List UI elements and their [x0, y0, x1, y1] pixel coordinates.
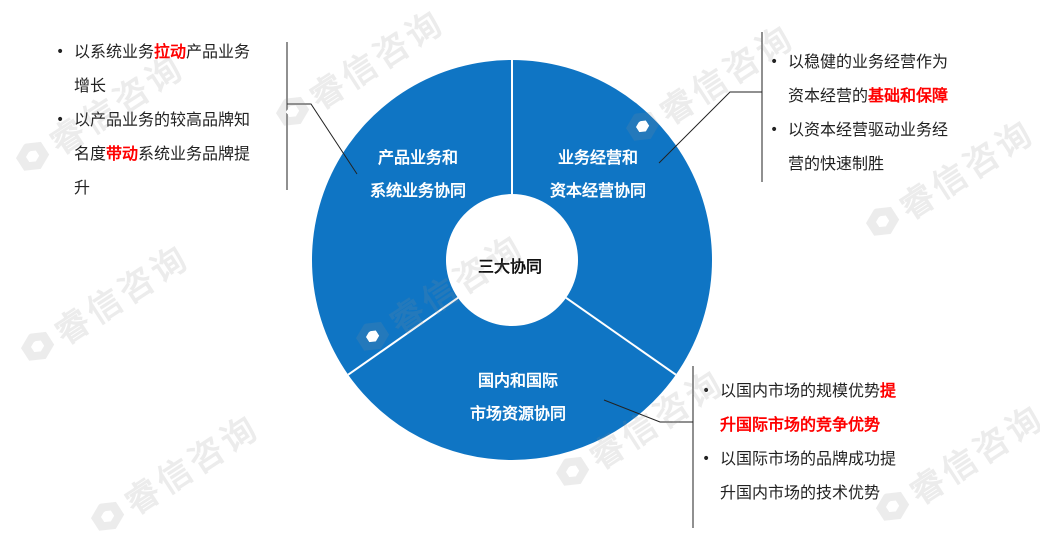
- segment-bottom-line2: 市场资源协同: [469, 404, 566, 423]
- segment-top-left-line1: 产品业务和: [377, 148, 458, 167]
- segment-label-bottom: 国内和国际 市场资源协同: [438, 364, 598, 430]
- highlight-text: 拉动: [154, 42, 187, 61]
- note-top-left-bullet-1: 以系统业务拉动产品业务 增长: [54, 35, 286, 103]
- text-segment: 增长: [74, 76, 107, 95]
- segment-top-right-line2: 资本经营协同: [549, 181, 646, 200]
- text-segment: 以稳健的业务经营作为: [788, 52, 949, 71]
- segment-label-top-right: 业务经营和 资本经营协同: [518, 141, 678, 207]
- text-segment: 营的快速制胜: [788, 154, 885, 173]
- text-segment: 升: [74, 178, 91, 197]
- connector-top-left: [287, 103, 358, 175]
- highlight-text: 升国际市场的竞争优势: [720, 415, 881, 434]
- note-top-right: 以稳健的业务经营作为 资本经营的基础和保障 以资本经营驱动业务经 营的快速制胜: [768, 45, 998, 181]
- text-segment: 升国内市场的技术优势: [720, 483, 881, 502]
- note-top-right-bullet-1: 以稳健的业务经营作为 资本经营的基础和保障: [768, 45, 998, 113]
- segment-bottom-line1: 国内和国际: [477, 371, 558, 390]
- connector-bottom-right: [603, 399, 693, 423]
- text-segment: 系统业务品牌提: [138, 144, 251, 163]
- ring-separator-lower-right: [565, 297, 677, 376]
- connector-top-right: [658, 91, 762, 164]
- text-segment: 以国际市场的品牌成功提: [720, 449, 897, 468]
- segment-label-top-left: 产品业务和 系统业务协同: [338, 141, 498, 207]
- ring-segment-top-right: [512, 60, 712, 375]
- collaboration-ring-diagram: [286, 32, 763, 528]
- text-segment: 以产品业务的较高品牌知: [74, 110, 251, 129]
- text-segment: 以资本经营驱动业务经: [788, 120, 949, 139]
- note-bottom-right-bullet-1: 以国内市场的规模优势提 升国际市场的竞争优势: [700, 374, 940, 442]
- ring-segment-bottom: [348, 297, 676, 461]
- ring-separator-lower-left: [347, 297, 459, 376]
- highlight-text: 提: [880, 381, 897, 400]
- note-bottom-right-bullet-2: 以国际市场的品牌成功提 升国内市场的技术优势: [700, 442, 940, 510]
- segment-top-left-line2: 系统业务协同: [369, 181, 466, 200]
- ring-segment-top-left: [312, 60, 512, 375]
- highlight-text: 基础和保障: [868, 86, 949, 105]
- center-label: 三大协同: [477, 257, 542, 276]
- note-top-left-bullet-2: 以产品业务的较高品牌知 名度带动系统业务品牌提 升: [54, 103, 286, 205]
- note-top-right-bullet-2: 以资本经营驱动业务经 营的快速制胜: [768, 113, 998, 181]
- highlight-text: 带动: [106, 144, 139, 163]
- segment-top-right-line1: 业务经营和: [557, 148, 638, 167]
- text-segment: 以国内市场的规模优势: [720, 381, 881, 400]
- note-bottom-right: 以国内市场的规模优势提 升国际市场的竞争优势 以国际市场的品牌成功提 升国内市场…: [700, 374, 940, 510]
- note-top-left: 以系统业务拉动产品业务 增长 以产品业务的较高品牌知 名度带动系统业务品牌提 升: [54, 35, 286, 205]
- text-segment: 以系统业务: [74, 42, 155, 61]
- text-segment: 名度: [74, 144, 107, 163]
- text-segment: 资本经营的: [788, 86, 869, 105]
- text-segment: 产品业务: [186, 42, 251, 61]
